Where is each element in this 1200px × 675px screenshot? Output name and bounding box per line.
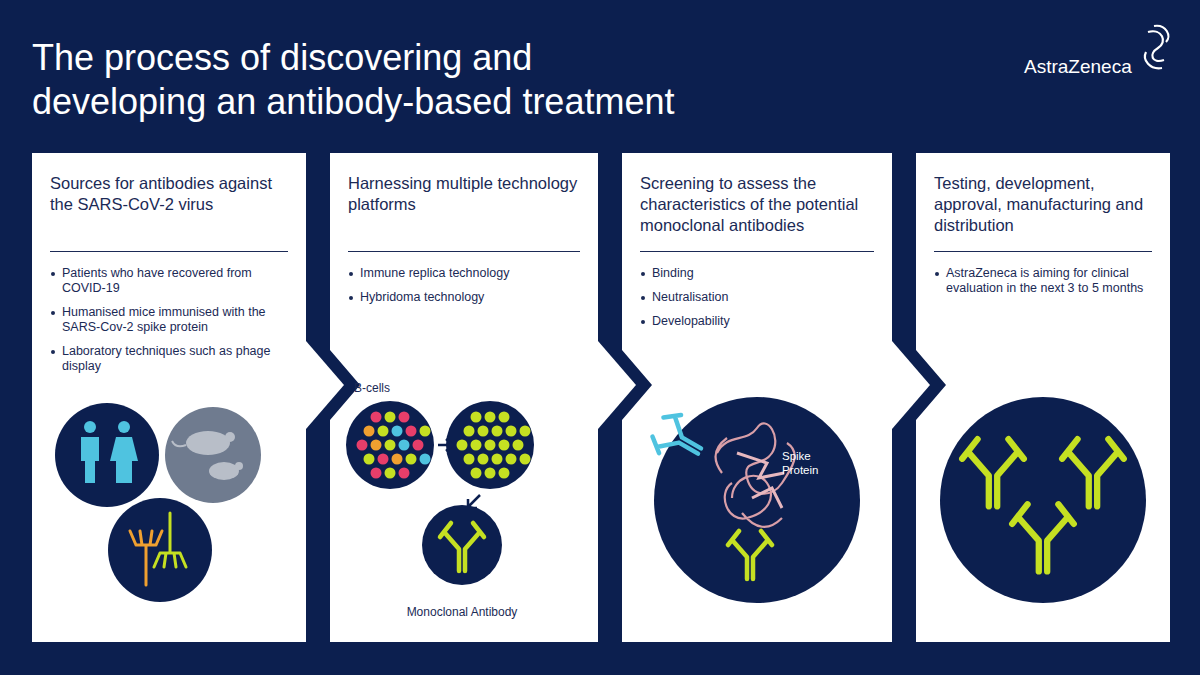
bullet-text: Patients who have recovered from COVID-1… bbox=[62, 266, 288, 296]
bullet-text: Immune replica technology bbox=[360, 266, 580, 281]
panel-shape bbox=[330, 153, 598, 642]
process-panel: Harnessing multiple technology platforms… bbox=[330, 153, 598, 642]
figure-label: Spike Protein bbox=[782, 449, 832, 477]
diagram-title: The process of discovering and developin… bbox=[32, 36, 702, 124]
panel-heading: Screening to assess the characteristics … bbox=[640, 173, 874, 241]
panel-heading: Sources for antibodies against the SARS-… bbox=[50, 173, 288, 241]
figure-label: B-cells bbox=[354, 381, 390, 395]
logo-text: AstraZeneca bbox=[1024, 60, 1132, 74]
bullet-text: Laboratory techniques such as phage disp… bbox=[62, 344, 288, 374]
bullet-text: Developability bbox=[652, 314, 874, 329]
divider-line bbox=[50, 251, 288, 252]
bullet-text: Humanised mice immunised with the SARS-C… bbox=[62, 305, 288, 335]
bullet-text: Neutralisation bbox=[652, 290, 874, 305]
divider-line bbox=[348, 251, 580, 252]
panel-heading: Testing, development, approval, manufact… bbox=[934, 173, 1152, 241]
process-panel: Screening to assess the characteristics … bbox=[622, 153, 892, 642]
panel-shape bbox=[32, 153, 306, 642]
divider-line bbox=[934, 251, 1152, 252]
bullet-text: Binding bbox=[652, 266, 874, 281]
bullet-text: AstraZeneca is aiming for clinical evalu… bbox=[946, 266, 1152, 296]
figure-label: Monoclonal Antibody bbox=[407, 605, 518, 619]
process-panel: Testing, development, approval, manufact… bbox=[916, 153, 1170, 642]
logo-symbol bbox=[1145, 26, 1168, 68]
bullet-text: Hybridoma technology bbox=[360, 290, 580, 305]
panel-heading: Harnessing multiple technology platforms bbox=[348, 173, 580, 241]
divider-line bbox=[640, 251, 874, 252]
process-panel: Sources for antibodies against the SARS-… bbox=[32, 153, 306, 642]
